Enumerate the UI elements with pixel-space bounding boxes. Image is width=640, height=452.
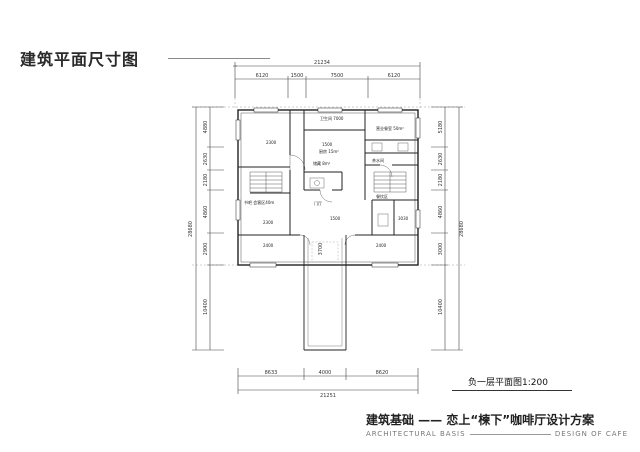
dim-left-2: 2630 bbox=[203, 153, 209, 166]
dim-top-4: 6120 bbox=[388, 73, 401, 79]
room-label-8: 营业餐室 50m² bbox=[376, 125, 404, 131]
room-label-1: 2300 bbox=[266, 140, 277, 145]
top-dimension-lines bbox=[233, 62, 421, 98]
dim-right-2: 2630 bbox=[438, 153, 444, 166]
bottom-dimension-lines bbox=[237, 368, 419, 394]
room-label-12: 1500 bbox=[330, 216, 341, 221]
walkway bbox=[303, 235, 347, 351]
footer-title: 建筑基础 —— 恋上“楝下”咖啡厅设计方案 bbox=[366, 413, 595, 427]
dim-left-total: 28680 bbox=[188, 221, 194, 237]
dim-right-5: 3000 bbox=[438, 243, 444, 256]
footer-subtitle: ARCHITECTURAL BASIS DESIGN OF CAFE bbox=[366, 430, 628, 438]
room-label-11: 门厅 bbox=[314, 200, 322, 206]
dim-top-3: 7500 bbox=[331, 73, 344, 79]
caption-rule bbox=[452, 390, 572, 391]
dim-top-total: 21234 bbox=[314, 60, 330, 66]
room-label-3: 厨房 15m² bbox=[319, 148, 339, 154]
door-swings bbox=[289, 154, 393, 246]
dim-left-extra: 10400 bbox=[203, 299, 209, 315]
dim-left-3: 2180 bbox=[203, 174, 209, 187]
room-label-16: 2400 bbox=[263, 243, 274, 248]
dim-bottom-total: 21251 bbox=[320, 393, 336, 399]
stairs-left bbox=[249, 171, 283, 193]
room-label-4: 1500 bbox=[322, 142, 333, 147]
room-label-7: 茶水间 bbox=[372, 157, 384, 163]
dim-left-5: 2900 bbox=[203, 243, 209, 256]
dim-right-3: 2180 bbox=[438, 174, 444, 187]
room-label-14: 餐饮区 bbox=[376, 193, 388, 199]
dim-bridge: 3700 bbox=[318, 243, 324, 256]
exterior-walls bbox=[237, 109, 419, 266]
left-dimension-lines bbox=[192, 106, 224, 351]
dim-right-1: 5180 bbox=[438, 121, 444, 134]
room-label-9: 书吧 会客区40m bbox=[244, 199, 274, 205]
walkway-hatch bbox=[311, 241, 339, 263]
footer-dash bbox=[469, 433, 551, 435]
dim-bottom-2: 4000 bbox=[319, 370, 332, 376]
interior-walls bbox=[238, 110, 418, 236]
plan-caption: 负一层平面图1:200 bbox=[468, 378, 548, 388]
dim-bottom-1: 8633 bbox=[265, 370, 278, 376]
exterior-wall-inner bbox=[240, 112, 416, 263]
footer-left-en: ARCHITECTURAL BASIS bbox=[366, 430, 466, 438]
dim-left-1: 4880 bbox=[203, 121, 209, 134]
windows bbox=[235, 107, 421, 268]
fixtures bbox=[309, 142, 409, 227]
walkway-inner bbox=[307, 238, 343, 347]
heading-rule bbox=[168, 58, 270, 59]
dim-right-4: 4860 bbox=[438, 206, 444, 219]
dim-right-total: 28680 bbox=[459, 221, 465, 237]
dim-right-extra: 10400 bbox=[438, 299, 444, 315]
axis-lines bbox=[192, 98, 465, 266]
right-dimension-lines bbox=[431, 106, 463, 351]
dim-left-4: 4860 bbox=[203, 206, 209, 219]
room-label-5: 储藏 8m² bbox=[313, 160, 331, 166]
dim-bottom-3: 8620 bbox=[376, 370, 389, 376]
room-label-17: 2400 bbox=[376, 243, 387, 248]
dim-top-1: 6120 bbox=[256, 73, 269, 79]
room-label-10: 2300 bbox=[263, 220, 274, 225]
page-heading: 建筑平面尺寸图 bbox=[20, 50, 140, 69]
room-label-2: 卫生间 7000 bbox=[320, 115, 344, 121]
room-label-15: 3030 bbox=[398, 216, 409, 221]
stairs-right bbox=[373, 171, 407, 193]
dim-top-2: 1500 bbox=[291, 73, 304, 79]
footer-right-en: DESIGN OF CAFE bbox=[554, 430, 628, 438]
